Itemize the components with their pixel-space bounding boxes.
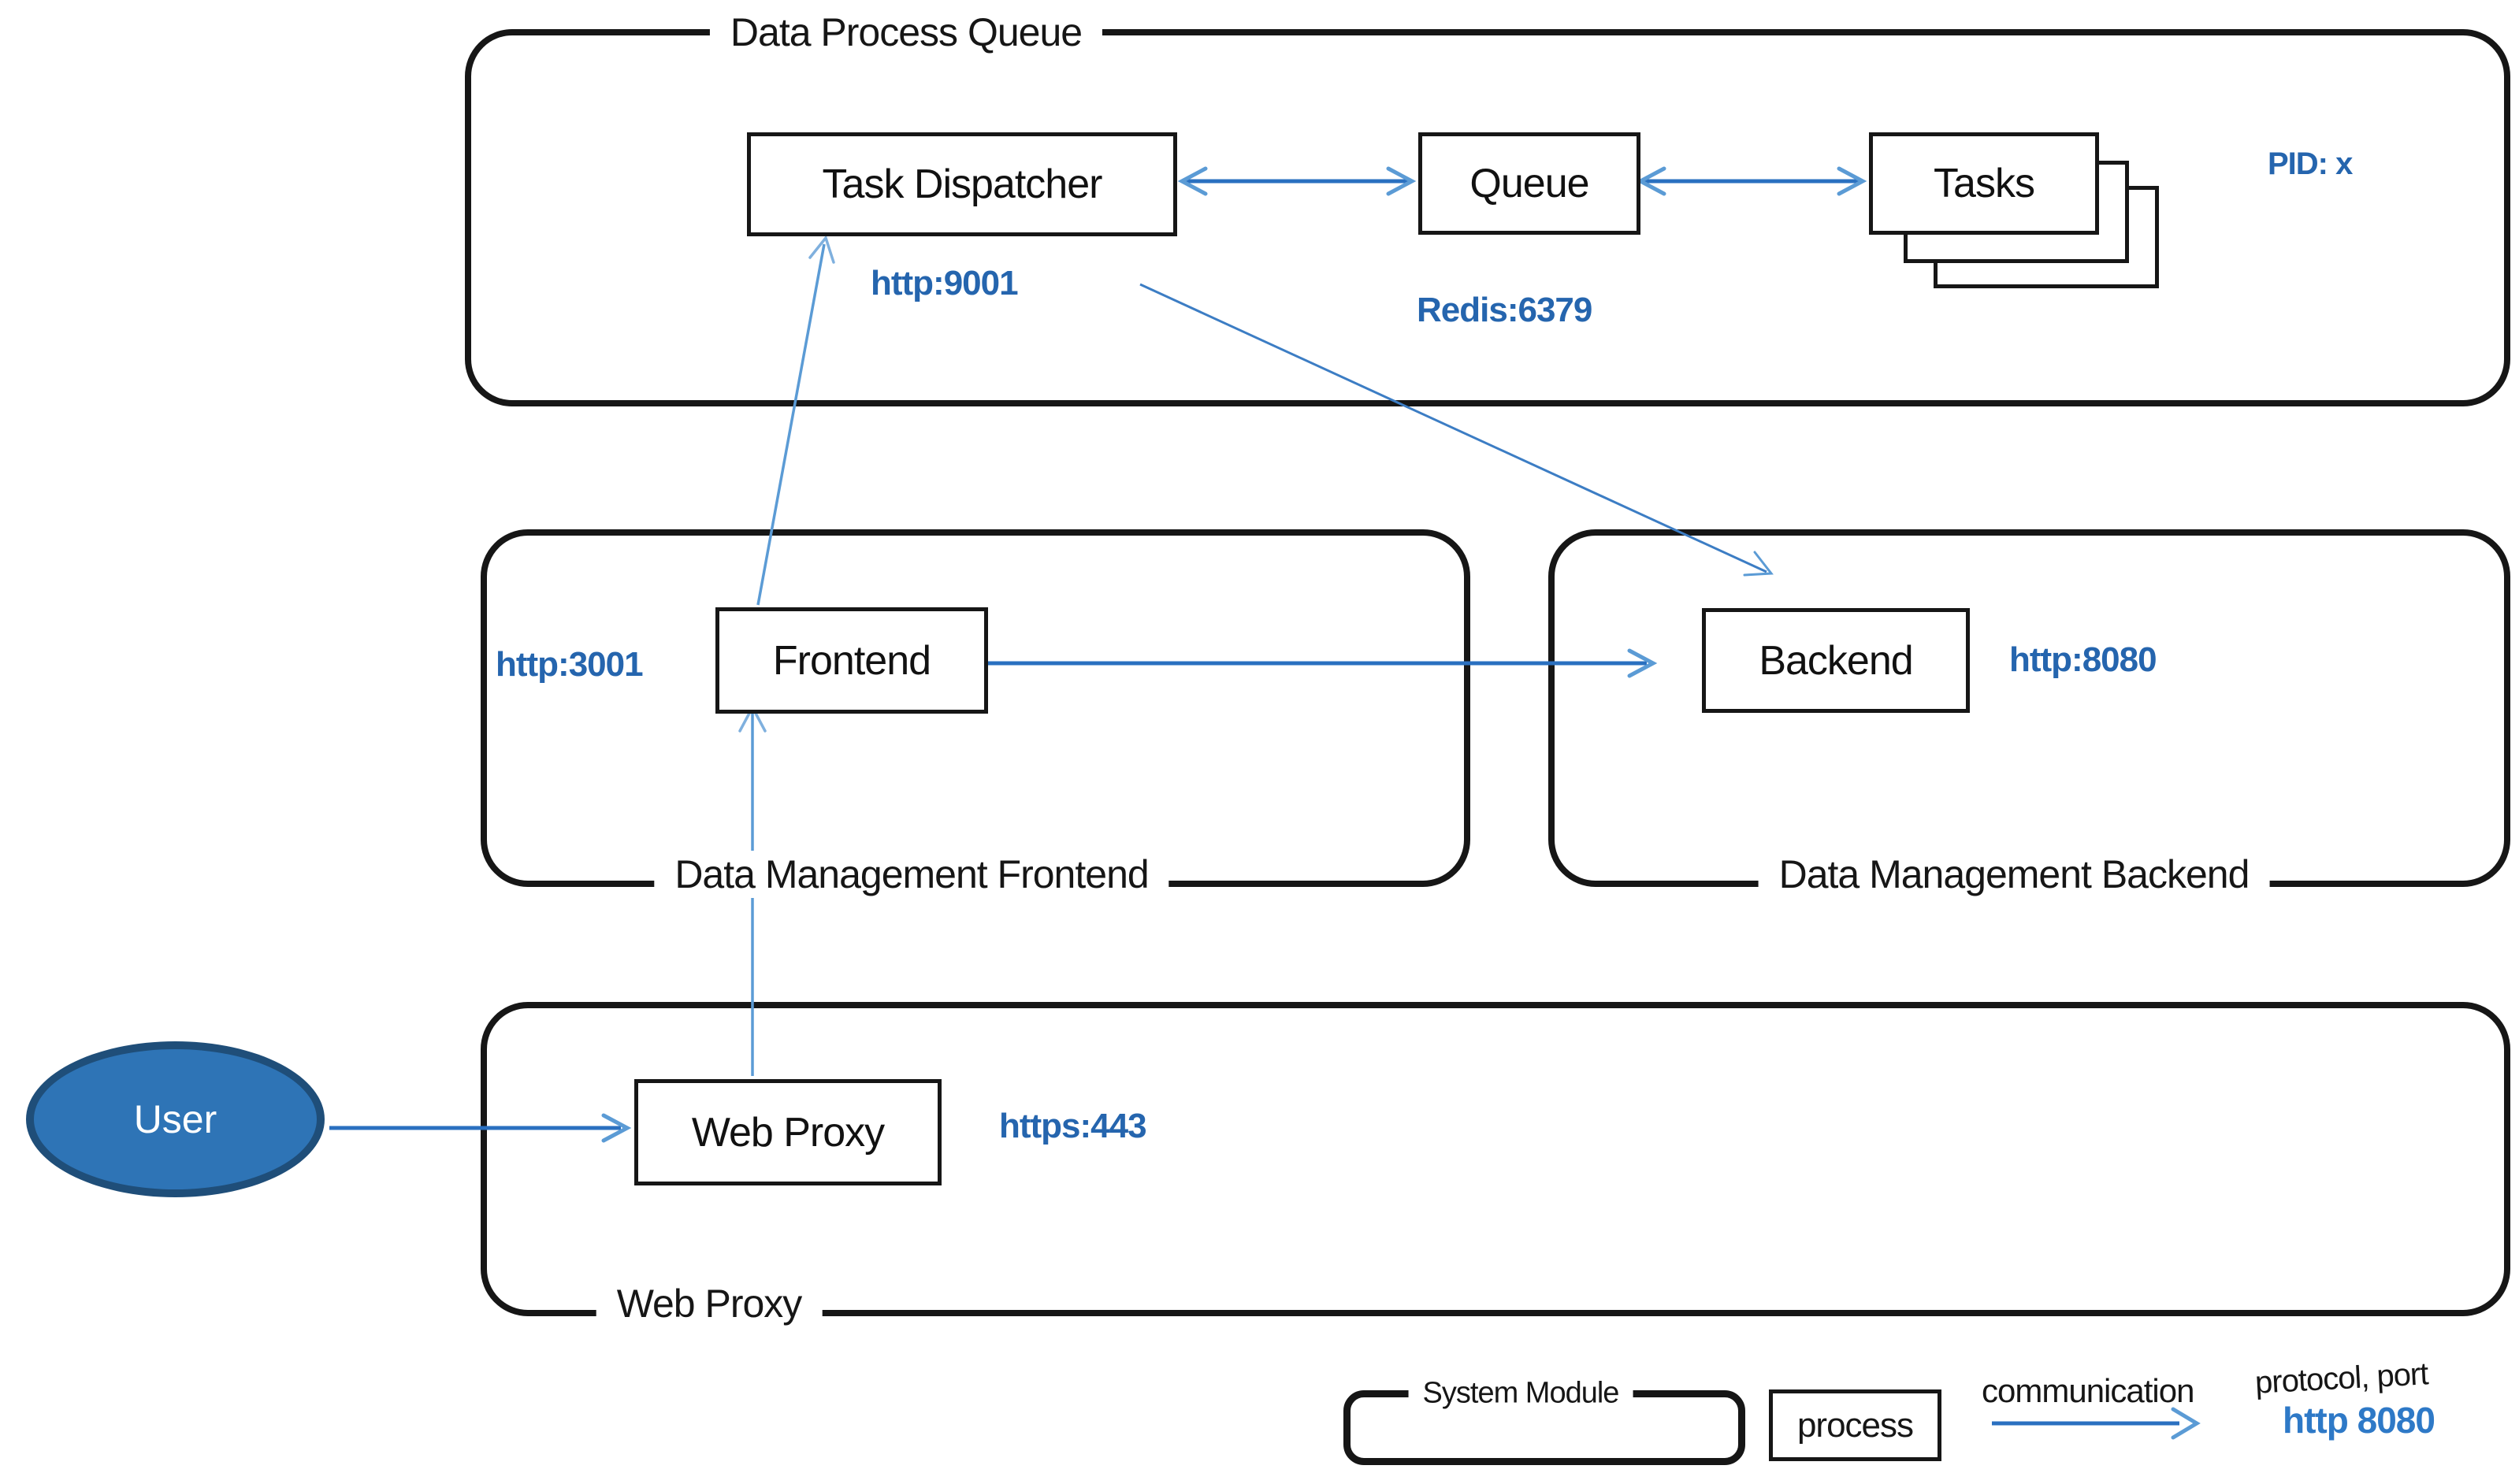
legend-process-box: process	[1769, 1389, 1941, 1461]
port-label-web-proxy: https:443	[999, 1107, 1147, 1145]
arrow-task-dispatcher-queue	[1177, 166, 1417, 196]
container-label-data-process-queue: Data Process Queue	[709, 9, 1103, 56]
arrow-task-dispatcher-backend	[1139, 283, 1774, 577]
container-label-data-management-frontend: Data Management Frontend	[654, 851, 1169, 898]
port-label-frontend: http:3001	[496, 645, 644, 684]
port-label-backend: http:8080	[2009, 640, 2157, 679]
legend-communication-arrow	[1992, 1407, 2201, 1440]
legend-protocol-example-label: http 8080	[2283, 1400, 2435, 1441]
container-web-proxy	[481, 1002, 2510, 1316]
node-queue: Queue	[1418, 132, 1640, 235]
node-user: User	[26, 1041, 325, 1197]
node-backend: Backend	[1702, 608, 1970, 713]
node-frontend: Frontend	[715, 607, 988, 714]
arrow-frontend-backend	[985, 648, 1658, 678]
node-web-proxy-process: Web Proxy	[634, 1079, 942, 1185]
port-label-queue: Redis:6379	[1417, 291, 1592, 329]
arrow-queue-tasks	[1636, 166, 1867, 196]
container-label-web-proxy: Web Proxy	[596, 1280, 823, 1327]
legend-system-module-label: System Module	[1408, 1376, 1633, 1411]
legend-communication-label: communication	[1982, 1372, 2194, 1409]
user-label: User	[133, 1097, 217, 1141]
container-data-process-queue	[465, 29, 2510, 406]
port-label-task-dispatcher: http:9001	[871, 264, 1019, 302]
arrow-user-web-proxy	[329, 1113, 632, 1143]
arrow-frontend-task-dispatcher	[756, 235, 835, 606]
pid-label-tasks: PID: x	[2268, 147, 2353, 181]
container-label-data-management-backend: Data Management Backend	[1758, 851, 2270, 898]
node-tasks: Tasks	[1869, 132, 2099, 235]
node-task-dispatcher: Task Dispatcher	[747, 132, 1177, 236]
